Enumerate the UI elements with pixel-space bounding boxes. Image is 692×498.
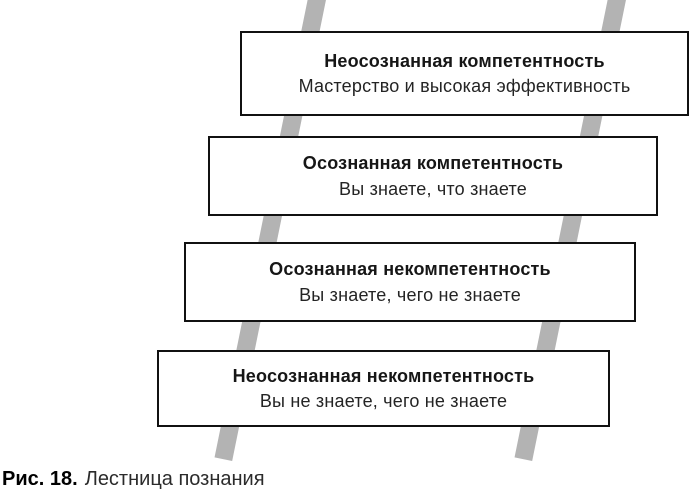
step-title: Неосознанная некомпетентность xyxy=(232,365,535,386)
figure-caption: Рис. 18. Лестница познания xyxy=(2,467,265,491)
step-subtitle: Вы не знаете, чего не знаете xyxy=(259,391,508,411)
step-subtitle: Вы знаете, чего не знаете xyxy=(299,284,521,305)
figure-caption-text: Лестница познания xyxy=(84,468,265,490)
step-conscious-competence: Осознанная компетентность Вы знаете, что… xyxy=(208,136,658,216)
step-unconscious-competence: Неосознанная компетентность Мастерство и… xyxy=(240,31,689,116)
step-title: Осознанная некомпетентность xyxy=(269,259,551,279)
step-subtitle: Вы знаете, что знаете xyxy=(339,178,527,199)
step-subtitle: Мастерство и высокая эффективность xyxy=(298,76,631,96)
step-conscious-incompetence: Осознанная некомпетентность Вы знаете, ч… xyxy=(184,242,636,322)
step-title: Осознанная компетентность xyxy=(302,153,564,173)
figure-caption-number: Рис. 18. xyxy=(2,468,78,490)
step-unconscious-incompetence: Неосознанная некомпетентность Вы не знае… xyxy=(157,350,610,427)
step-title: Неосознанная компетентность xyxy=(324,50,605,71)
